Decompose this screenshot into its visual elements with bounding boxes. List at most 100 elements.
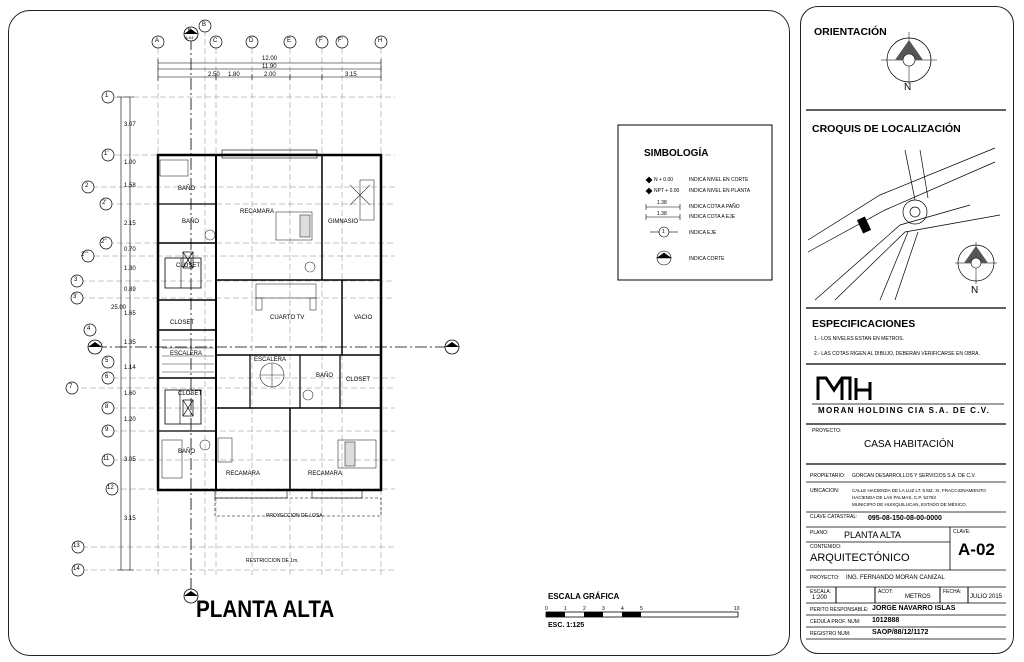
room-label-bano-3: BAÑO <box>316 373 334 379</box>
room-label-closet-4: CLOSET <box>178 391 203 397</box>
axis-label-9: 9 <box>105 427 109 433</box>
room-label-escalera-2: ESCALERA <box>254 357 287 363</box>
designer-value: ING. FERNANDO MORAN CANIZAL <box>846 575 945 581</box>
license-label: CEDULA PROF. NUM: <box>810 619 861 625</box>
room-label-closet-3: CLOSET <box>346 377 371 383</box>
perito-label: PERITO RESPONSABLE: <box>810 607 869 613</box>
location-line-1: CALLE HACIENDA DE LA LUZ LT. 6 MZ. XI, F… <box>852 488 986 493</box>
room-label-vacio: VACIO <box>354 315 373 321</box>
company-name: MORAN HOLDING CIA S.A. DE C.V. <box>818 406 991 415</box>
symbology-title: SIMBOLOGÍA <box>644 148 709 159</box>
room-label-gimnasio: GIMNASIO <box>328 219 359 225</box>
room-label-recamara-3: RECAMARA <box>308 471 343 477</box>
graphic-scale <box>545 611 739 618</box>
dim-overall-12: 12.00 <box>262 56 278 62</box>
content-label: CONTENIDO: <box>810 544 842 550</box>
location-sketch <box>807 147 1001 301</box>
dim-left-114: 1.14 <box>124 365 136 371</box>
proyeccion-losa-label: PROYECCION DE LOSA <box>266 513 323 519</box>
axis-label-4: 4 <box>87 326 91 332</box>
room-label-recamara-2: RECAMARA <box>226 471 261 477</box>
dim-left-158: 1.58 <box>124 183 136 189</box>
furniture <box>159 159 377 479</box>
title-block-frame <box>800 6 1014 654</box>
license-value: 1012888 <box>872 617 900 624</box>
dim-left-165: 1.65 <box>124 311 136 317</box>
room-label-cuarto-tv: CUARTO TV <box>270 315 305 321</box>
axis-label-3p: 3' <box>73 294 78 300</box>
location-label: UBICACION: <box>810 488 840 494</box>
north-arrow-top <box>881 32 937 84</box>
axis-label-12: 12 <box>107 485 114 491</box>
axis-label-8: 8 <box>105 404 109 410</box>
dim-top-250: 2.50 <box>208 72 220 78</box>
closet-marks <box>182 251 194 417</box>
location-line-3: MUNICIPIO DE HUIXQUILUCAN, ESTADO DE MÉX… <box>852 502 967 507</box>
room-label-recamara-1: RECAMARA <box>240 209 275 215</box>
walls <box>156 153 383 492</box>
symbology-sym-3: 1.38 <box>657 211 667 217</box>
designer-label: PROYECTO: <box>810 575 840 581</box>
graphic-scale-title: ESCALA GRÁFICA <box>548 592 620 601</box>
project-value: CASA HABITACIÓN <box>864 439 954 450</box>
symbology-symbols <box>645 176 681 266</box>
dim-left-305: 3.05 <box>124 457 136 463</box>
axis-label-a: A <box>155 38 160 44</box>
symbology-desc-1: INDICA NIVEL EN PLANTA <box>689 188 751 194</box>
axis-label-e: E <box>287 38 292 44</box>
dim-left-215: 2.15 <box>124 221 136 227</box>
dim-left-315: 3.15 <box>124 516 136 522</box>
room-label-closet-1: CLOSET <box>176 263 201 269</box>
side-dividers <box>806 109 1006 640</box>
scale-tick-5: 5 <box>640 606 643 612</box>
axis-label-6: 6 <box>105 374 109 380</box>
north-label-croquis: N <box>971 285 979 296</box>
dim-top-180: 1.80 <box>228 72 240 78</box>
spec-item-1: 1.- LOS NIVELES ESTAN EN METROS. <box>814 336 904 342</box>
axis-label-f: F <box>319 38 323 44</box>
registry-label: REGISTRO NUM: <box>810 631 851 637</box>
scale-value: 1:200 <box>812 595 828 601</box>
axis-label-h: H <box>378 38 383 44</box>
scale-tick-2: 2 <box>583 606 586 612</box>
key-label: CLAVE: <box>953 529 971 535</box>
axis-label-3: 3 <box>74 277 78 283</box>
registry-value: SAOP/88/12/1172 <box>872 629 929 636</box>
date-value: JULIO 2015 <box>970 594 1003 600</box>
axis-label-2pp: 2'' <box>101 239 107 245</box>
scale-tick-4: 4 <box>621 606 624 612</box>
axis-label-7: 7 <box>69 384 73 390</box>
axis-label-f-prime: F' <box>338 38 343 44</box>
cadastral-key-label: CLAVE CATASTRAL: <box>810 514 858 520</box>
units-label: ACOT: <box>878 589 893 595</box>
symbology-desc-4: INDICA EJE <box>689 230 717 236</box>
restriccion-label: RESTRICCION DE 1m. <box>246 558 299 564</box>
axis-label-2ppp: 2''' <box>81 252 88 258</box>
axis-label-b: B <box>202 22 207 28</box>
dim-left-130: 1.30 <box>124 266 136 272</box>
axis-label-1p: 1' <box>104 151 109 157</box>
dim-top-200: 2.00 <box>264 72 276 78</box>
room-label-bano-4: BAÑO <box>178 449 196 455</box>
units-value: METROS <box>905 594 931 600</box>
axis-label-2: 2 <box>85 183 89 189</box>
project-label: PROYECTO: <box>812 428 842 434</box>
axis-label-5: 5 <box>105 358 109 364</box>
dim-left-135: 1.35 <box>124 340 136 346</box>
dim-left-089: 0.89 <box>124 287 136 293</box>
corte-marker-label: B <box>188 28 192 34</box>
room-label-bano-2: BAÑO <box>182 219 200 225</box>
sheet-label: PLANO: <box>810 530 829 536</box>
sheet-number: A-02 <box>958 540 995 559</box>
room-label-bano-1: BAÑO <box>178 186 196 192</box>
company-logo <box>812 376 1004 405</box>
windows <box>214 149 382 517</box>
date-label: FECHA: <box>943 589 962 595</box>
symbology-desc-0: INDICA NIVEL EN CORTE <box>689 177 749 183</box>
axis-grid-lines <box>72 30 395 575</box>
sheet-value: PLANTA ALTA <box>844 530 902 540</box>
scale-tick-1: 1 <box>564 606 567 612</box>
axis-label-2p: 2' <box>102 200 107 206</box>
north-label-top: N <box>904 82 912 93</box>
